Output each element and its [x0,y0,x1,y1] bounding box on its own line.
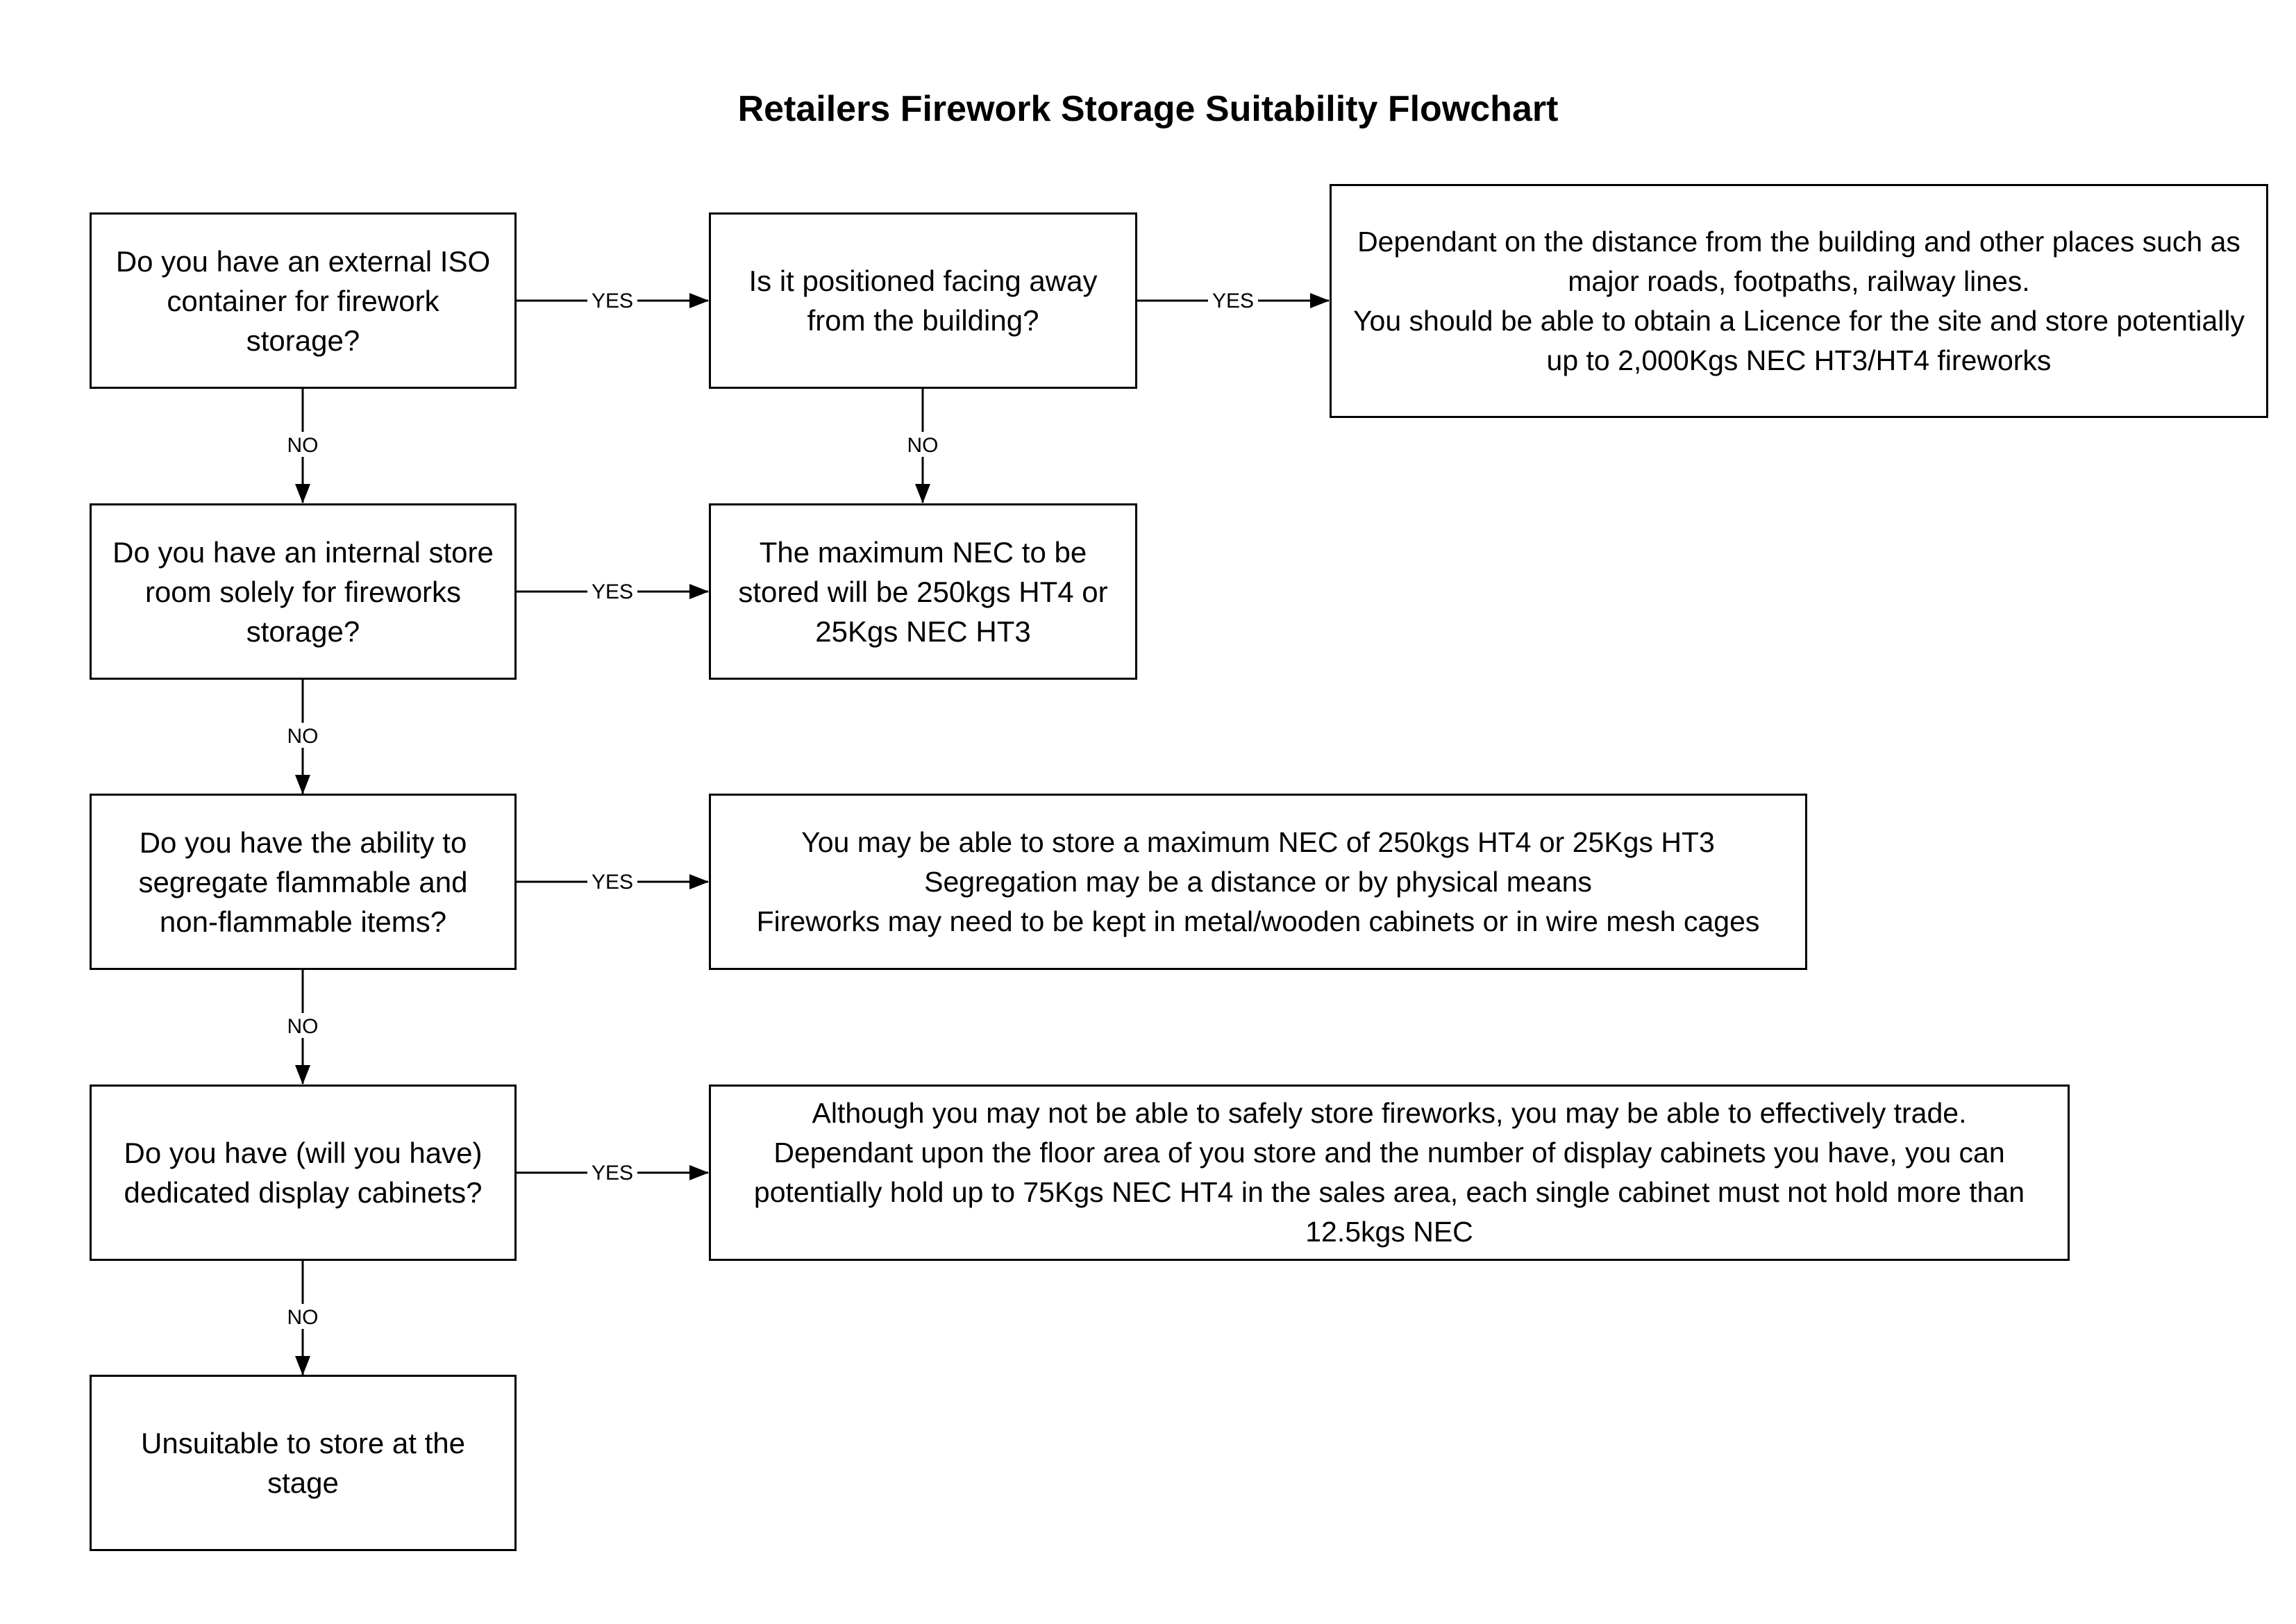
node-line: Although you may not be able to safely s… [812,1097,1967,1129]
edge-label-q1-no: NO [287,434,319,457]
edge-label-q1yes-no: NO [907,434,939,457]
node-line: Fireworks may need to be kept in metal/w… [756,905,1760,937]
node-line: Dependant upon the floor area of you sto… [753,1137,2025,1248]
node-text: Do you have (will you have) dedicated di… [124,1137,483,1209]
edge-label-q1yes-yes: YES [1212,290,1254,312]
node-q1-external-container: Do you have an external ISO container fo… [90,212,517,389]
node-text: Unsuitable to store at the stage [141,1427,465,1499]
node-line: You may be able to store a maximum NEC o… [801,826,1715,858]
edge-label-q3-no: NO [287,1015,319,1038]
node-positioned-away: Is it positioned facing away from the bu… [709,212,1137,389]
node-end-unsuitable: Unsuitable to store at the stage [90,1375,517,1551]
node-text: Do you have an external ISO container fo… [115,244,491,357]
node-q3-segregate: Do you have the ability to segregate fla… [90,794,517,970]
node-segregation-result: You may be able to store a maximum NEC o… [709,794,1807,970]
node-q2-internal-store-room: Do you have an internal store room solel… [90,503,517,680]
edge-label-q2-no: NO [287,725,319,748]
node-display-cabinets-result: Although you may not be able to safely s… [709,1085,2070,1261]
node-text: Do you have an internal store room solel… [112,535,494,648]
node-licence-result: Dependant on the distance from the build… [1330,184,2268,418]
node-text: Is it positioned facing away from the bu… [748,265,1098,337]
edge-label-q4-yes: YES [592,1162,633,1184]
node-line: You should be able to obtain a Licence f… [1352,304,2245,376]
node-max-nec-250kgs: The maximum NEC to be stored will be 250… [709,503,1137,680]
node-line: Segregation may be a distance or by phys… [924,865,1592,898]
page-title: Retailers Firework Storage Suitability F… [737,89,1559,129]
node-q4-display-cabinets: Do you have (will you have) dedicated di… [90,1085,517,1261]
node-text: Do you have the ability to segregate fla… [138,826,468,938]
edge-label-q4-no: NO [287,1306,319,1329]
node-line: Dependant on the distance from the build… [1357,225,2240,297]
edge-label-q2-yes: YES [592,580,633,603]
node-text: The maximum NEC to be stored will be 250… [738,535,1108,648]
edge-label-q1-yes: YES [592,290,633,312]
edge-label-q3-yes: YES [592,871,633,894]
